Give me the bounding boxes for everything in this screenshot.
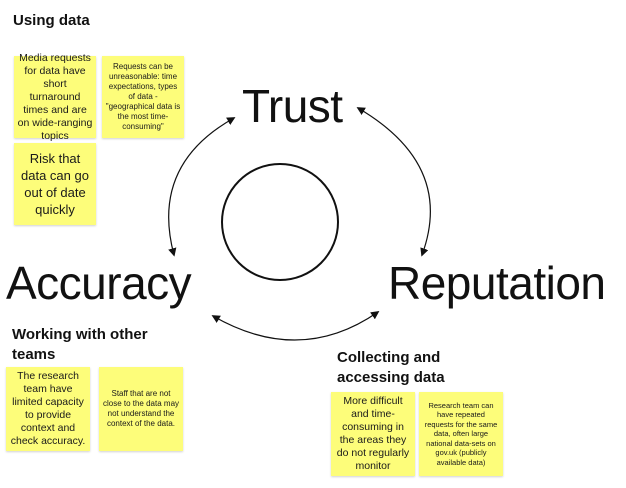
section-heading-working-with-teams: Working with other teams (12, 326, 148, 363)
reputation-label: Reputation (388, 257, 606, 309)
arrow-trust-accuracy (168, 117, 236, 257)
sticky-note-text: Requests can be unreasonable: time expec… (105, 62, 181, 131)
sticky-note-unreasonable-requests: Requests can be unreasonable: time expec… (102, 56, 184, 138)
center-circle (221, 163, 339, 281)
sticky-note-difficult-areas: More difficult and time-consuming in the… (331, 392, 415, 476)
page-title: Using data (13, 12, 90, 29)
sticky-note-research-capacity: The research team have limited capacity … (6, 367, 90, 451)
sticky-note-repeated-requests: Research team can have repeated requests… (419, 392, 503, 476)
sticky-note-text: The research team have limited capacity … (10, 370, 86, 447)
arrow-trust-reputation (356, 107, 431, 257)
sticky-note-staff-context: Staff that are not close to the data may… (99, 367, 183, 451)
sticky-note-out-of-date: Risk that data can go out of date quickl… (14, 143, 96, 225)
sticky-note-text: More difficult and time-consuming in the… (336, 395, 410, 472)
section-heading-collecting-data: Collecting and accessing data (337, 349, 445, 386)
sticky-note-text: Risk that data can go out of date quickl… (21, 151, 89, 217)
sticky-note-text: Research team can have repeated requests… (424, 400, 498, 467)
sticky-note-text: Media requests for data have short turna… (17, 51, 93, 142)
sticky-note-text: Staff that are not close to the data may… (102, 389, 180, 428)
sticky-note-media-requests: Media requests for data have short turna… (14, 52, 96, 142)
trust-label: Trust (242, 80, 343, 132)
arrow-accuracy-reputation (211, 311, 380, 341)
accuracy-label: Accuracy (6, 257, 192, 309)
